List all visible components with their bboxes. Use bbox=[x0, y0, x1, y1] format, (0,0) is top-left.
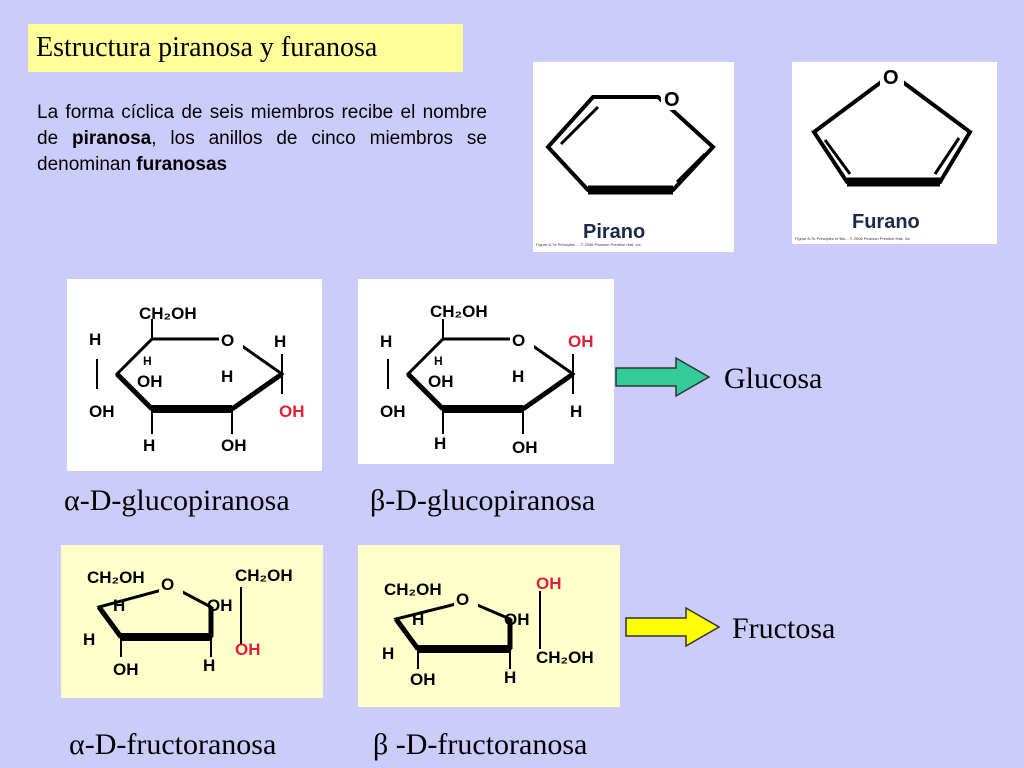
oh-label: OH bbox=[221, 436, 247, 455]
pirano-diagram: O Pirano Figure 8-7a Principles ... © 20… bbox=[533, 62, 734, 252]
pirano-oxygen: O bbox=[664, 89, 680, 111]
oh-label: OH bbox=[137, 372, 163, 391]
h-label: H bbox=[274, 332, 286, 351]
beta-glucopyranose-structure: CH₂OH O OH H H OH H OH H H OH bbox=[358, 279, 614, 464]
h-label: H bbox=[570, 402, 582, 421]
ch2oh-label: CH₂OH bbox=[235, 566, 293, 585]
oh-label: OH bbox=[512, 438, 538, 457]
alpha-fructofuranose-structure: CH₂OH O CH₂OH H OH H OH OH H bbox=[61, 545, 323, 698]
ring-oxygen: O bbox=[512, 331, 525, 350]
desc-part1: La forma cíclica de seis miembros recibe… bbox=[37, 102, 487, 149]
description-text: La forma cíclica de seis miembros recibe… bbox=[37, 100, 487, 178]
ch2oh-label: CH₂OH bbox=[430, 302, 488, 321]
h-label: H bbox=[504, 668, 516, 687]
furano-diagram: O Furano Figure 8-7b Principles of Bio..… bbox=[792, 62, 997, 244]
glucosa-arrow-icon bbox=[615, 356, 711, 398]
h-label: H bbox=[203, 656, 215, 675]
desc-bold-furanosas: furanosas bbox=[136, 154, 228, 175]
ch2oh-label: CH₂OH bbox=[87, 568, 145, 587]
alpha-glucose-svg: CH₂OH O H H H OH H OH OH H OH bbox=[89, 304, 305, 455]
ch2oh-label: CH₂OH bbox=[139, 304, 197, 323]
anomeric-oh-label: OH bbox=[279, 402, 305, 421]
alpha-fructofuranose-label: α-D-fructoranosa bbox=[69, 728, 277, 761]
oh-label: OH bbox=[207, 596, 233, 615]
h-label: H bbox=[83, 630, 95, 649]
pirano-ring-svg: O Pirano bbox=[545, 84, 716, 243]
h-label: H bbox=[221, 367, 233, 386]
glucosa-label: Glucosa bbox=[724, 362, 823, 395]
beta-fructofuranose-label: β -D-fructoranosa bbox=[373, 728, 588, 761]
anomeric-oh-label: OH bbox=[536, 574, 562, 593]
oh-label: OH bbox=[410, 670, 436, 689]
beta-fructose-svg: OH CH₂OH O H OH H CH₂OH OH H bbox=[382, 574, 594, 689]
furano-label: Furano bbox=[852, 211, 920, 233]
furano-ring-svg: O Furano bbox=[811, 64, 973, 233]
h-label: H bbox=[380, 332, 392, 351]
pirano-figure-note: Figure 8-7a Principles ... © 2006 Pearso… bbox=[536, 242, 642, 247]
h-label: H bbox=[512, 367, 524, 386]
h-label: H bbox=[412, 610, 424, 629]
desc-part2: , los anillos de cinco miembros se denom… bbox=[37, 128, 487, 175]
alpha-fructose-svg: CH₂OH O CH₂OH H OH H OH OH H bbox=[83, 566, 293, 679]
fructosa-label: Fructosa bbox=[732, 612, 836, 645]
pirano-label: Pirano bbox=[583, 221, 645, 243]
oh-label: OH bbox=[380, 402, 406, 421]
beta-glucose-svg: CH₂OH O OH H H OH H OH H H OH bbox=[380, 302, 594, 457]
alpha-glucopyranose-label: α-D-glucopiranosa bbox=[64, 484, 290, 517]
oh-label: OH bbox=[504, 610, 530, 629]
h-label: H bbox=[143, 436, 155, 455]
h-label: H bbox=[434, 434, 446, 453]
ch2oh-label: CH₂OH bbox=[536, 648, 594, 667]
ch2oh-label: CH₂OH bbox=[384, 580, 442, 599]
furano-figure-note: Figure 8-7b Principles of Bio... © 2006 … bbox=[795, 236, 912, 241]
slide-title: Estructura piranosa y furanosa bbox=[28, 24, 463, 72]
beta-glucopyranose-label: β-D-glucopiranosa bbox=[370, 484, 596, 517]
anomeric-oh-label: OH bbox=[235, 640, 261, 659]
ring-oxygen: O bbox=[221, 331, 234, 350]
h-label: H bbox=[89, 330, 101, 349]
oh-label: OH bbox=[89, 402, 115, 421]
fructosa-arrow-icon bbox=[625, 606, 721, 648]
furano-oxygen: O bbox=[883, 67, 899, 89]
oh-label: OH bbox=[113, 660, 139, 679]
ring-oxygen: O bbox=[456, 590, 469, 609]
alpha-glucopyranose-structure: CH₂OH O H H H OH H OH OH H OH bbox=[67, 279, 322, 471]
h-label: H bbox=[434, 354, 443, 368]
ring-oxygen: O bbox=[161, 575, 174, 594]
desc-bold-piranosa: piranosa bbox=[72, 128, 152, 149]
h-label: H bbox=[143, 354, 152, 368]
beta-fructofuranose-structure: OH CH₂OH O H OH H CH₂OH OH H bbox=[358, 545, 620, 707]
h-label: H bbox=[382, 644, 394, 663]
oh-label: OH bbox=[428, 372, 454, 391]
h-label: H bbox=[113, 596, 125, 615]
anomeric-oh-label: OH bbox=[568, 332, 594, 351]
